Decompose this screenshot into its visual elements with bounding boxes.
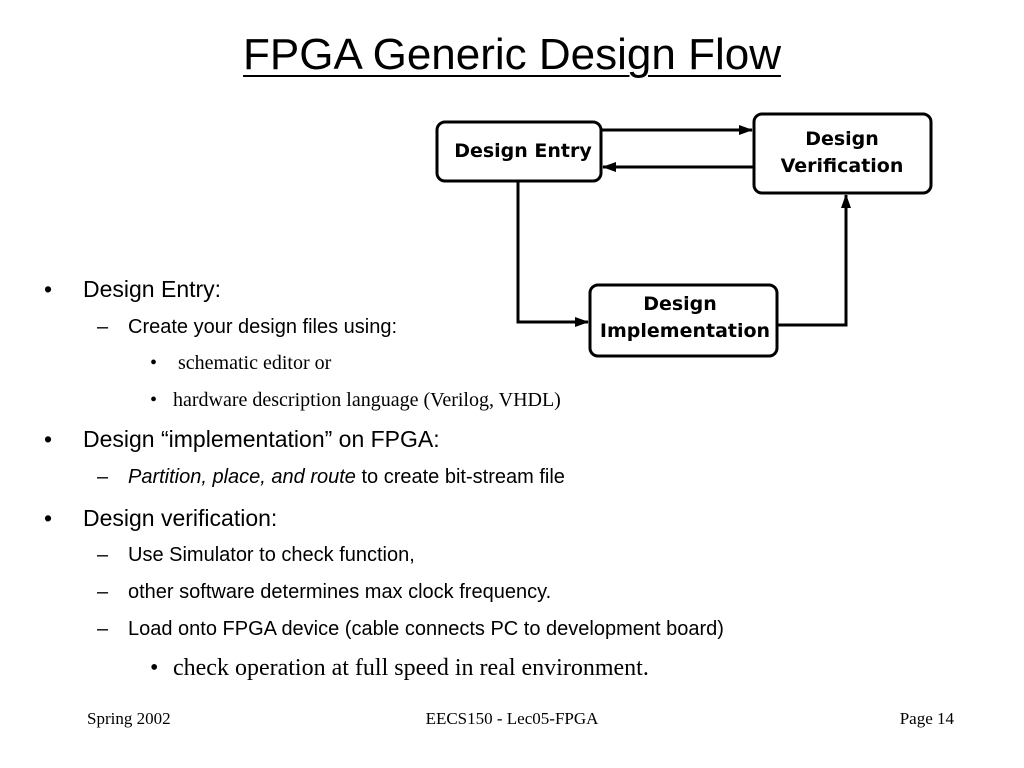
item-hdl: hardware description language (Verilog, … [173,389,561,411]
bullet-marker: • [44,276,53,302]
design-verification-label-line1: Design [805,128,879,150]
design-entry-label: Design Entry [454,140,592,162]
bullet-marker: • [150,352,158,374]
bullet-design-implementation: Design “implementation” on FPGA: [83,426,440,452]
design-implementation-label-line1: Design [643,293,717,315]
sub-load-onto-fpga: Load onto FPGA device (cable connects PC… [128,618,724,640]
dash-marker: – [97,581,109,603]
footer-page-number: Page 14 [899,709,954,728]
footer-left: Spring 2002 [87,709,171,728]
bullet-marker: • [44,426,53,452]
item-check-operation: check operation at full speed in real en… [173,655,649,681]
italic-partition-place-route: Partition, place, and route [128,466,356,488]
slide-title: FPGA Generic Design Flow [243,30,781,79]
arrow-implementation-to-verification [777,194,851,327]
sub-create-design-files: Create your design files using: [128,316,398,338]
footer-center: EECS150 - Lec05-FPGA [425,709,599,728]
arrow-entry-to-implementation [516,181,589,327]
sub-max-clock: other software determines max clock freq… [128,581,552,603]
dash-marker: – [97,466,109,488]
item-schematic-editor: schematic editor or [173,352,332,374]
bullet-marker: • [150,655,159,681]
design-implementation-label-line2: Implementation [600,320,770,342]
dash-marker: – [97,544,109,566]
bullet-marker: • [44,505,53,531]
text-bitstream: to create bit-stream file [355,466,565,488]
bullet-design-entry: Design Entry: [83,276,222,302]
design-verification-label-line2: Verification [781,155,904,177]
dash-marker: – [97,618,109,640]
sub-partition-place-route: Partition, place, and route to create bi… [128,466,565,489]
bullet-marker: • [150,389,158,411]
sub-use-simulator: Use Simulator to check function, [128,544,415,566]
design-verification-box [752,112,933,195]
design-implementation-box [588,283,779,358]
dash-marker: – [97,316,109,338]
bullet-design-verification: Design verification: [83,505,278,531]
